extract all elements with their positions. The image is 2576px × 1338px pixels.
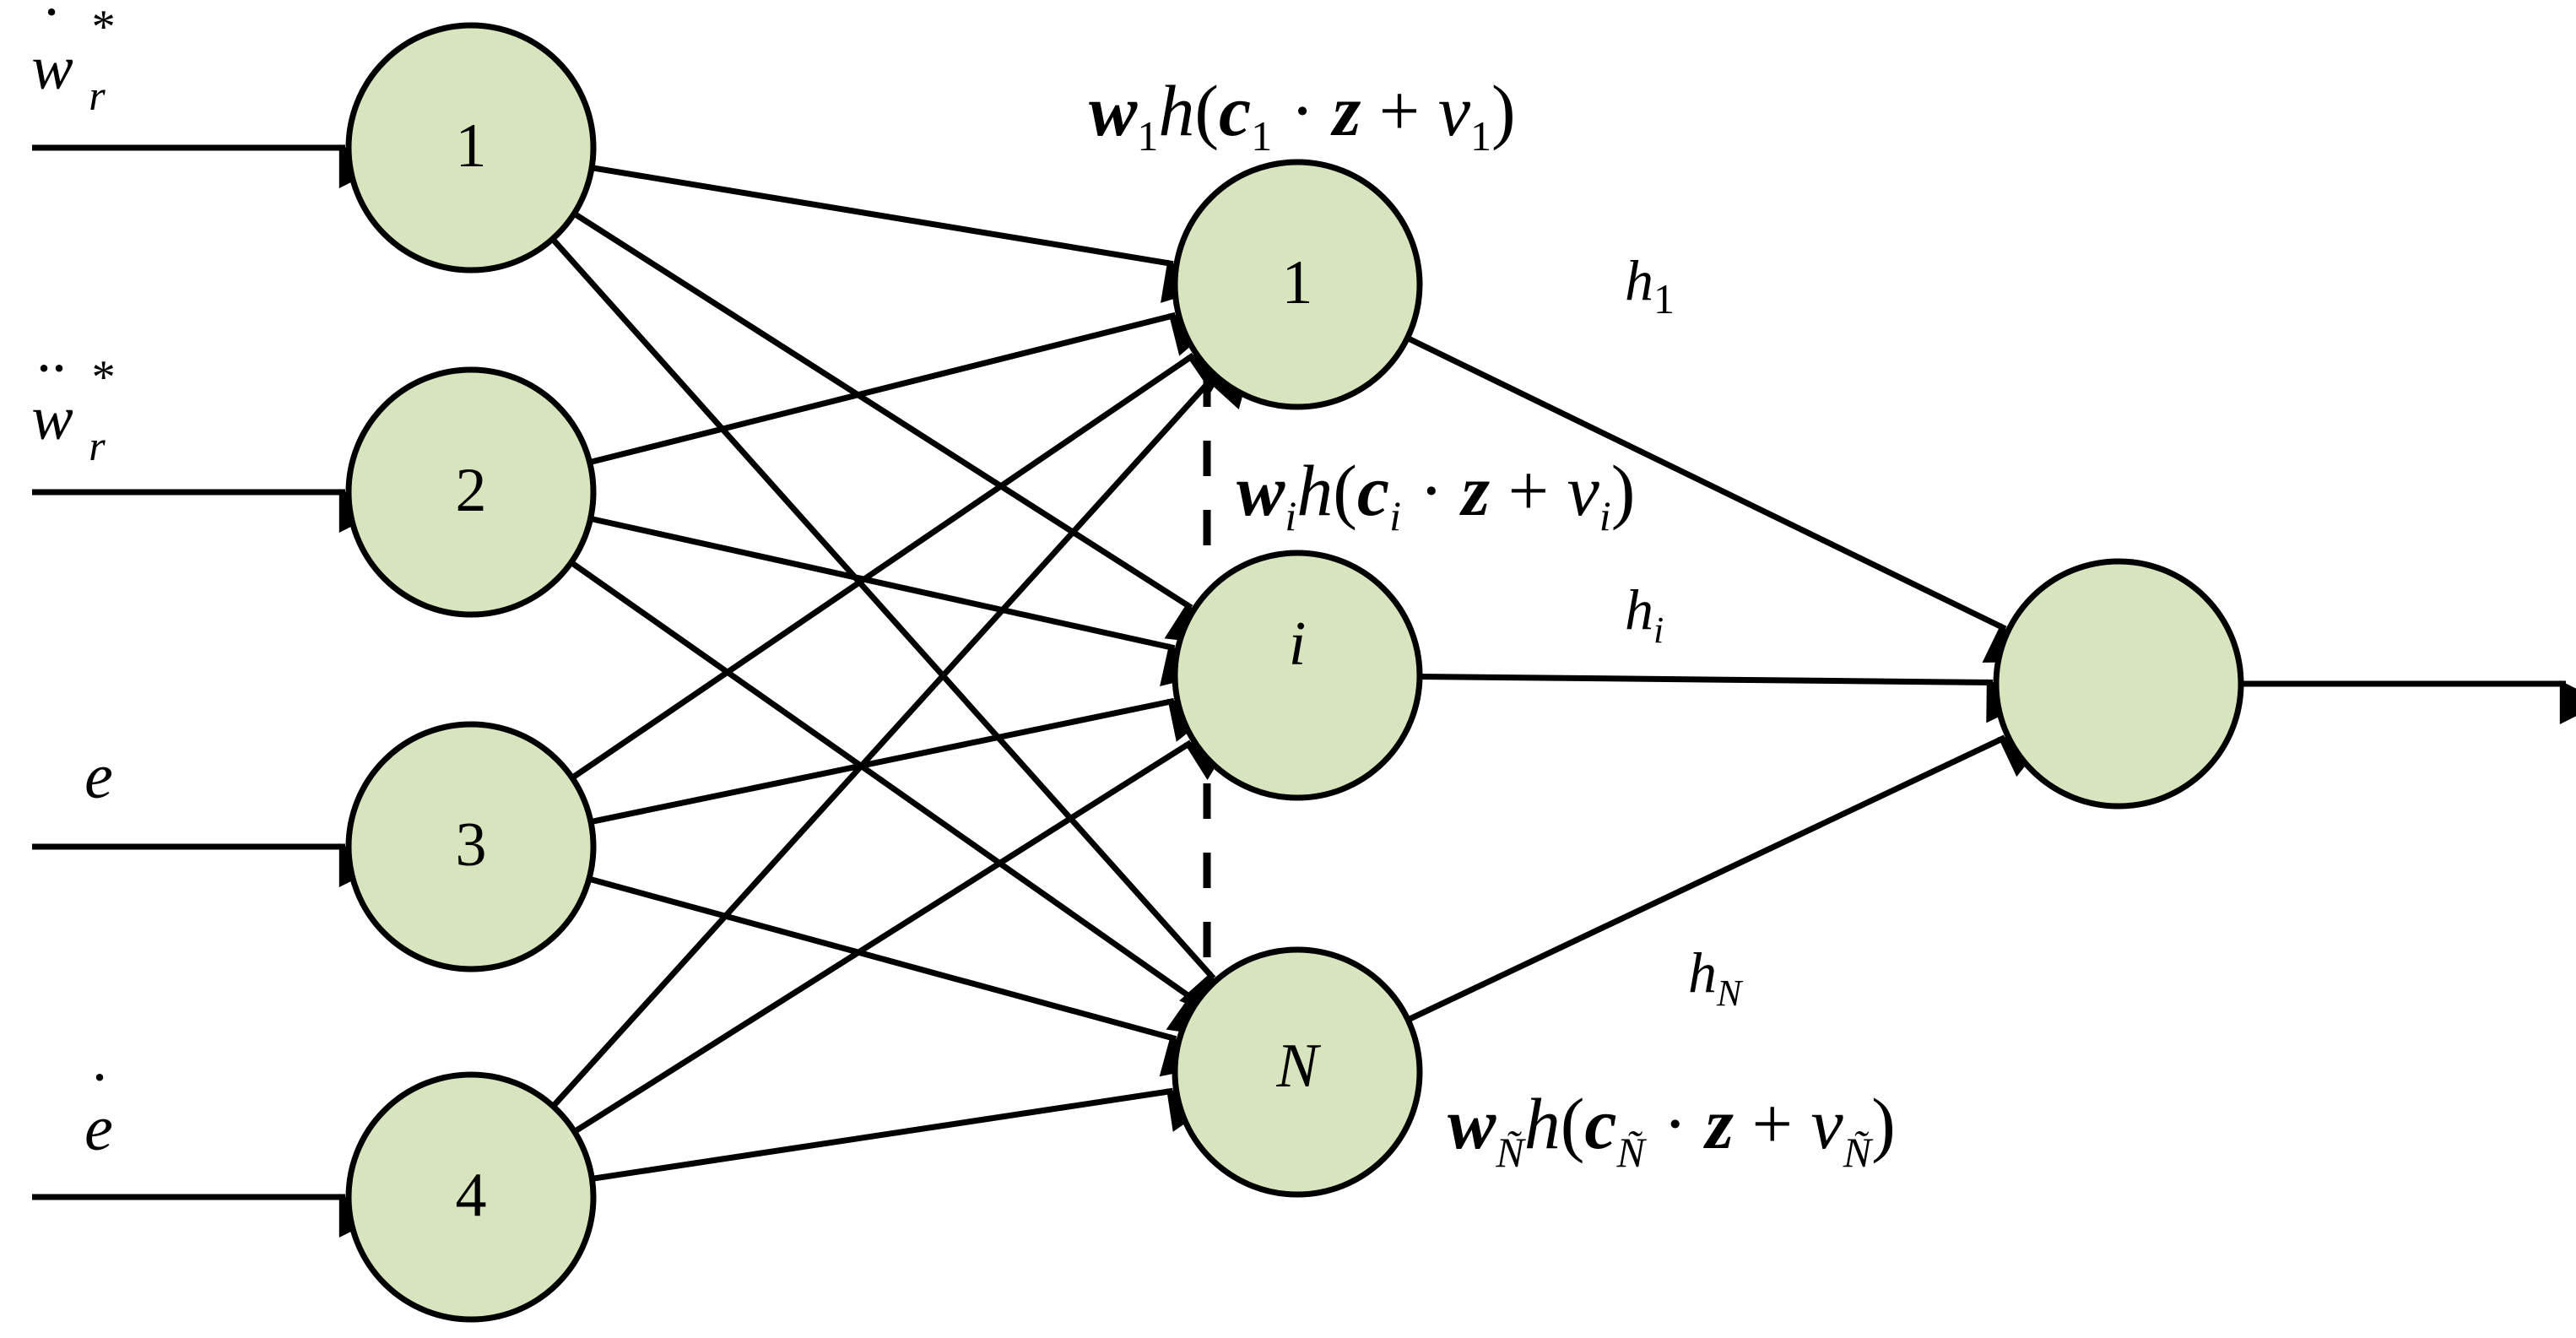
- edge-input4-hidden-1: [550, 362, 1253, 1108]
- edge-input3-hidden-1: [570, 349, 1236, 781]
- input-node-label: 4: [456, 1161, 487, 1230]
- edge-input4-hidden-N: [591, 1087, 1214, 1182]
- edge-label-hi: hi: [1625, 577, 1664, 651]
- edge-input3-hidden-i: [590, 697, 1215, 825]
- hidden-node-1: 1: [1172, 159, 1423, 410]
- edge-hidden-1-output: [1405, 335, 2032, 663]
- input-symbol: e: [84, 741, 113, 812]
- edge-label-base: h: [1625, 248, 1653, 312]
- formula-bias-sub: i: [1599, 492, 1611, 539]
- input-node-2: 2: [345, 366, 597, 618]
- accent-dot: ·: [43, 0, 58, 46]
- input-node-label: 1: [456, 111, 487, 181]
- formula-center-sub: 1: [1251, 112, 1272, 160]
- hidden-formula-1: w1h(c1 · z + v1): [1089, 70, 1516, 160]
- input-symbol: e: [84, 1093, 113, 1164]
- formula-bias: v: [1438, 70, 1471, 151]
- formula-input: z: [1703, 1083, 1734, 1164]
- hidden-node-N: N: [1172, 946, 1423, 1198]
- hidden-node-label: N: [1275, 1032, 1321, 1101]
- formula-bias-sub: 1: [1470, 112, 1491, 160]
- formula-center: c: [1357, 450, 1389, 531]
- edge-label-base: h: [1688, 940, 1717, 1005]
- input-subscript: r: [89, 72, 106, 119]
- input-symbol: w: [31, 384, 73, 453]
- input-node-label: 2: [456, 456, 487, 525]
- edge-hidden-N-output: [1406, 734, 2048, 1023]
- formula-activation: h: [1296, 450, 1333, 531]
- formula-weight: w: [1237, 450, 1285, 531]
- formula-input: z: [1330, 70, 1361, 151]
- formula-bias-sub: Ñ: [1843, 1129, 1874, 1176]
- accent-dot: ·: [91, 1043, 106, 1111]
- hidden-node-label: i: [1289, 609, 1307, 679]
- hidden-node-i: i: [1172, 550, 1423, 801]
- input-node-label: 3: [456, 810, 487, 880]
- edge-input3-hidden-N: [587, 875, 1208, 1077]
- formula-center-sub: i: [1389, 492, 1401, 539]
- formula-center-sub: Ñ: [1616, 1129, 1648, 1176]
- formula-activation: h: [1158, 70, 1194, 151]
- input-node-1: 1: [345, 22, 597, 274]
- edge-input1-hidden-i: [572, 211, 1214, 644]
- formula-weight: w: [1089, 70, 1138, 151]
- edge-label-sub: i: [1653, 609, 1664, 651]
- edge-label-sub: N: [1716, 972, 1744, 1014]
- input-label-e-dot: · e: [84, 1043, 113, 1164]
- formula-bias: v: [1567, 450, 1600, 531]
- edge-input2-hidden-N: [569, 560, 1215, 1037]
- input-label-e: e: [84, 741, 113, 812]
- formula-activation: h: [1524, 1083, 1561, 1164]
- formula-center: c: [1219, 70, 1251, 151]
- formula-weight: w: [1448, 1083, 1496, 1164]
- formula-weight-sub: i: [1285, 492, 1296, 539]
- formula-input: z: [1459, 450, 1491, 531]
- edge-input1-hidden-1: [591, 165, 1208, 303]
- connections: [32, 144, 2576, 1238]
- input-superscript: *: [89, 351, 113, 404]
- accent-dots: ··: [35, 334, 66, 402]
- edge-input1-hidden-N: [550, 236, 1226, 1019]
- input-subscript: r: [89, 422, 106, 469]
- input-label-w-dot: · w * r: [31, 0, 113, 119]
- formula-weight-sub: 1: [1137, 112, 1158, 160]
- output-node: [1993, 558, 2244, 810]
- formula-weight-sub: Ñ: [1495, 1129, 1526, 1176]
- edge-input2-hidden-1: [588, 311, 1217, 466]
- edge-input4-hidden-i: [572, 738, 1233, 1135]
- hidden-node-label: 1: [1282, 248, 1313, 317]
- input-node-3: 3: [345, 721, 597, 972]
- edge-label-h1: h1: [1625, 248, 1675, 322]
- input-label-w-ddot: ·· w * r: [31, 334, 113, 469]
- input-node-4: 4: [345, 1071, 597, 1323]
- input-superscript: *: [89, 1, 113, 53]
- formula-bias: v: [1811, 1083, 1844, 1164]
- edge-label-hN: hN: [1688, 940, 1744, 1014]
- edge-label-base: h: [1625, 577, 1653, 642]
- formula-center: c: [1584, 1083, 1616, 1164]
- input-symbol: w: [31, 34, 73, 103]
- edge-label-sub: 1: [1653, 275, 1675, 322]
- hidden-formula-i: wih(ci · z + vi): [1237, 450, 1635, 539]
- edge-hidden-i-output: [1419, 673, 2031, 723]
- hidden-formula-N: wÑh(cÑ · z + vÑ): [1448, 1083, 1896, 1176]
- edge-input2-hidden-i: [589, 515, 1208, 687]
